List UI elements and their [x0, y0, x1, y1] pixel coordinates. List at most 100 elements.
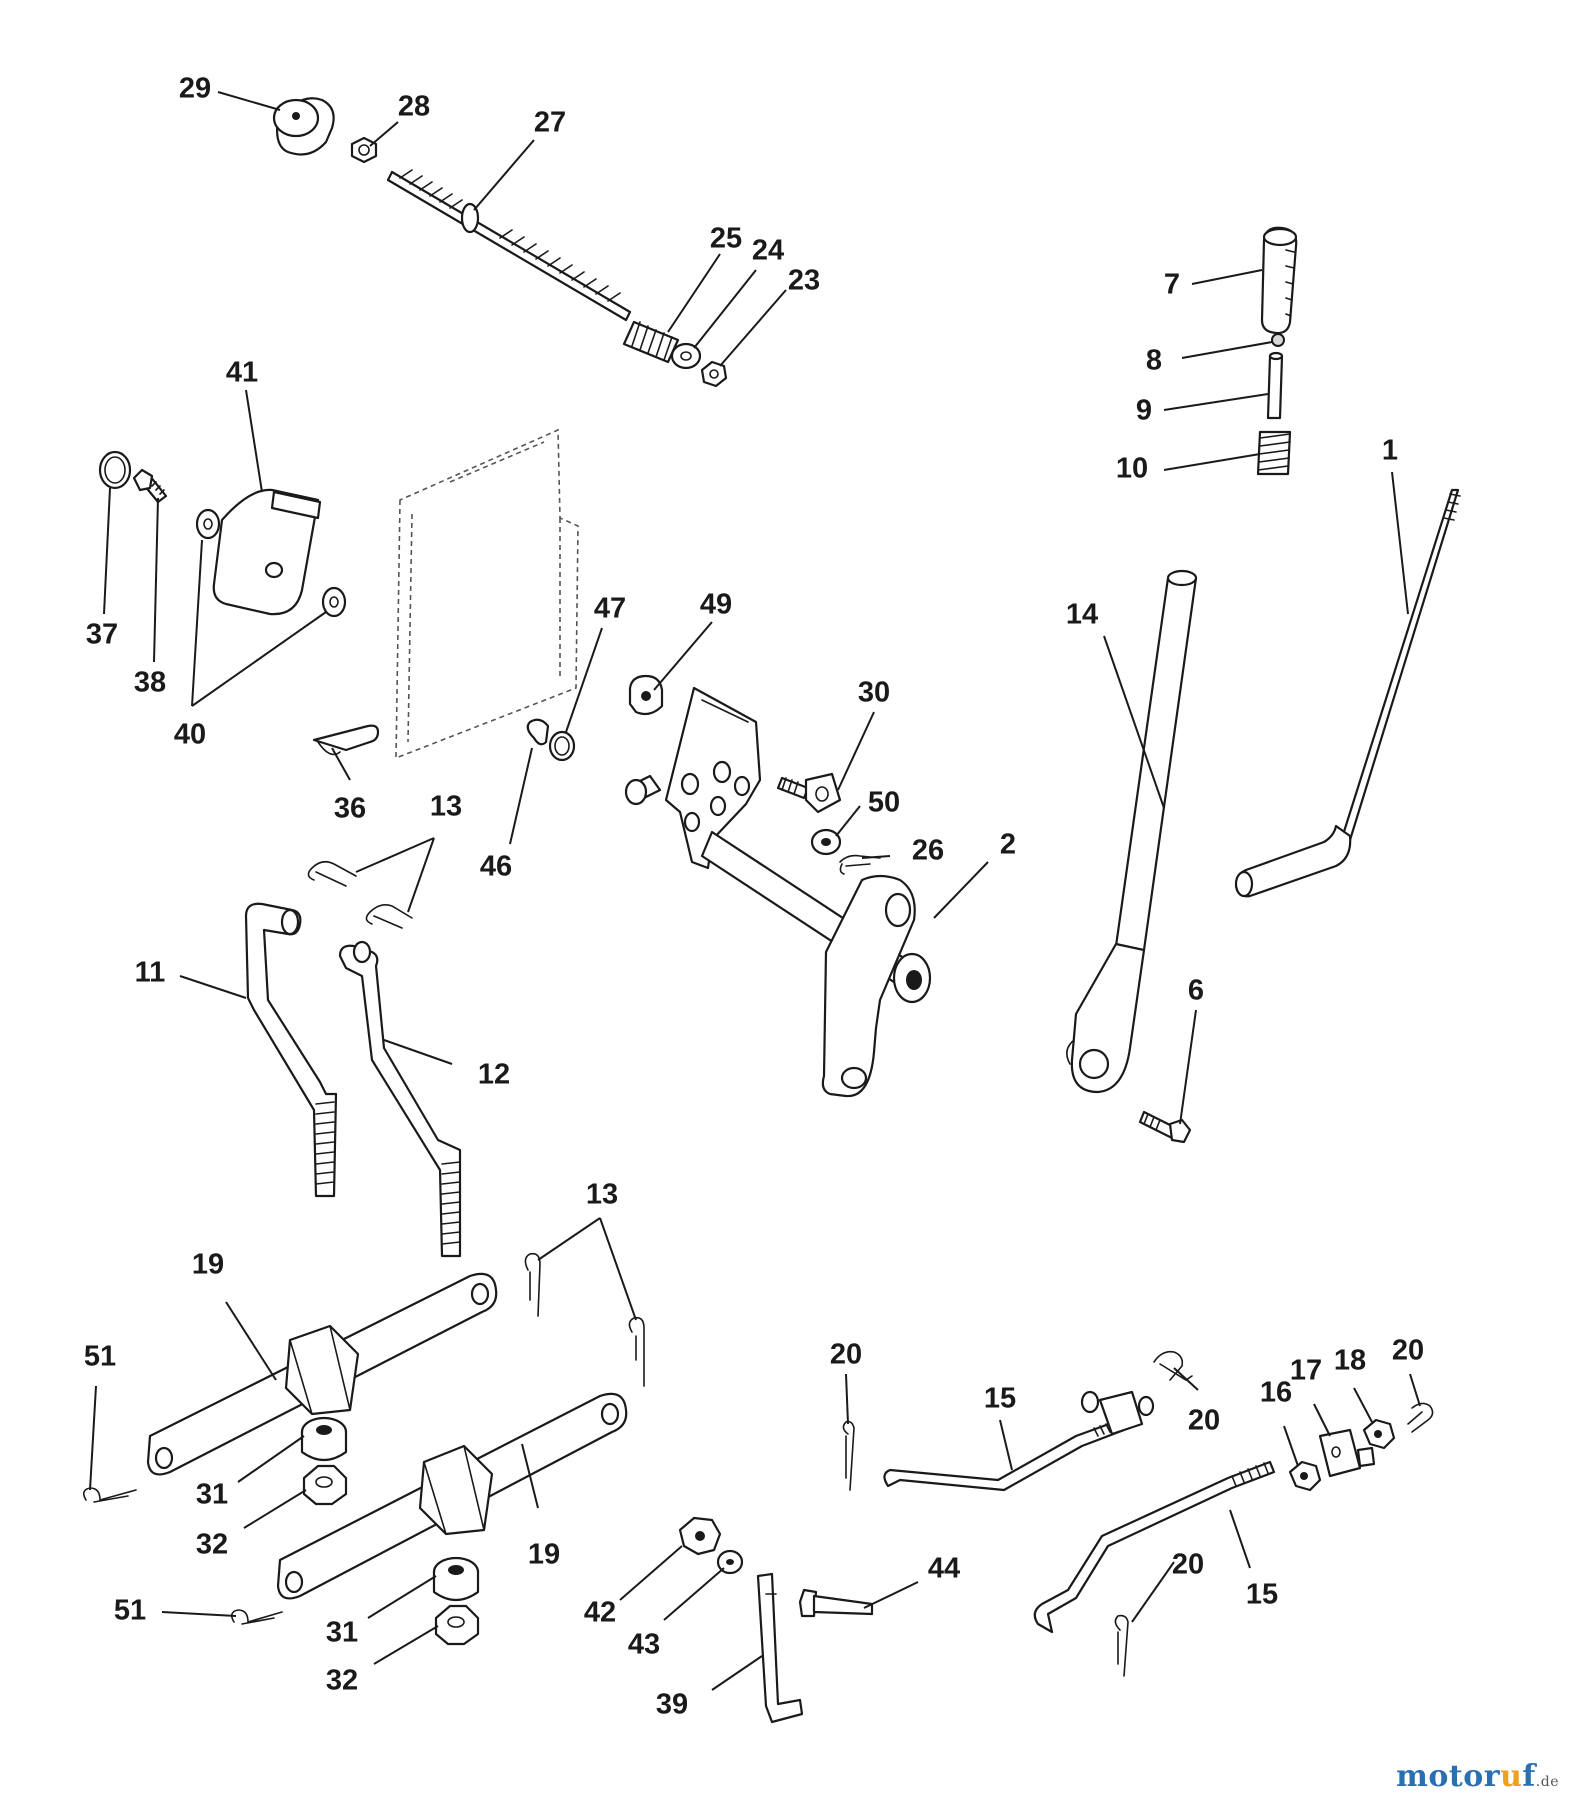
part-24-washer: [670, 342, 702, 370]
part-13-hairpin-upper-b: [365, 904, 413, 929]
callout-46: 46: [480, 851, 512, 883]
part-18-nut: [1362, 1418, 1396, 1450]
part-19-arm-lower: [276, 1392, 628, 1600]
part-2-pivot-bracket: [624, 686, 932, 1098]
part-32-nut-lower: [434, 1604, 480, 1646]
plate-outline: [395, 428, 579, 760]
part-20-pin-a: [842, 1420, 855, 1491]
callout-31-lower: 31: [326, 1617, 358, 1649]
callout-15-upper: 15: [984, 1383, 1016, 1415]
part-47-ring: [548, 730, 576, 762]
part-7-handle-grip: [1260, 226, 1298, 335]
part-20-pin-d: [1114, 1614, 1129, 1677]
part-43-washer: [716, 1549, 744, 1575]
callout-13-upper: 13: [430, 791, 462, 823]
part-37-ring: [98, 450, 132, 490]
part-9-pin: [1266, 351, 1284, 420]
callout-39: 39: [656, 1689, 688, 1721]
callout-43: 43: [628, 1629, 660, 1661]
callout-17: 17: [1290, 1355, 1322, 1387]
callout-37: 37: [86, 619, 118, 651]
part-28-nut: [350, 136, 378, 164]
callout-14: 14: [1066, 599, 1098, 631]
callout-44: 44: [928, 1553, 960, 1585]
callout-2: 2: [1000, 829, 1016, 861]
callout-32-lower: 32: [326, 1665, 358, 1697]
part-49-nut: [628, 674, 664, 716]
callout-10: 10: [1116, 453, 1148, 485]
callout-40: 40: [174, 719, 206, 751]
part-14-lever-tube: [1066, 569, 1198, 1094]
part-10-spring: [1256, 430, 1292, 476]
part-42-nut: [678, 1516, 722, 1556]
callout-19-lower: 19: [528, 1539, 560, 1571]
callout-20-c: 20: [1392, 1335, 1424, 1367]
callout-labels: 29 28 27 25 24 23 7 8 9 10 1 41 37 38 40…: [84, 73, 1424, 1721]
callout-25: 25: [710, 223, 742, 255]
part-40-washer-upper: [195, 508, 221, 540]
part-17-swivel: [1318, 1428, 1376, 1478]
part-15-rod-upper: [883, 1418, 1126, 1492]
part-39-bracket: [756, 1572, 804, 1724]
part-30-swivel: [776, 772, 842, 814]
part-1-shift-rod: [1234, 488, 1461, 898]
callout-42: 42: [584, 1597, 616, 1629]
callout-18: 18: [1334, 1345, 1366, 1377]
part-19-arm-upper: [146, 1272, 498, 1476]
part-15-rod-lower: [1033, 1460, 1276, 1634]
motoruf-logo-watermark: motoruf.de: [1396, 1759, 1559, 1794]
callout-38: 38: [134, 667, 166, 699]
callout-1: 1: [1382, 435, 1398, 467]
callout-19-upper: 19: [192, 1249, 224, 1281]
callout-30: 30: [858, 677, 890, 709]
part-20-pin-c: [1407, 1402, 1434, 1433]
part-44-bolt: [798, 1588, 874, 1618]
part-27-threaded-rod: [386, 169, 632, 322]
part-46-e-clip: [526, 718, 550, 746]
part-41-bracket: [212, 488, 322, 616]
part-32-nut-upper: [302, 1464, 348, 1506]
callout-36: 36: [334, 793, 366, 825]
callout-27: 27: [534, 107, 566, 139]
part-25-spring: [622, 320, 680, 364]
callout-7: 7: [1164, 269, 1180, 301]
callout-31-upper: 31: [196, 1479, 228, 1511]
callout-51-upper: 51: [84, 1341, 116, 1373]
part-38-bolt: [132, 468, 168, 504]
callout-12: 12: [478, 1059, 510, 1091]
callout-11: 11: [135, 957, 166, 989]
callout-15-lower: 15: [1246, 1579, 1278, 1611]
logo-text-accent: u: [1500, 1759, 1523, 1794]
part-23-nut: [700, 360, 728, 388]
part-13-hairpin-upper-a: [307, 860, 357, 887]
callout-28: 28: [398, 91, 430, 123]
part-15-swivel-block: [1080, 1390, 1155, 1436]
part-40-washer-lower: [321, 586, 347, 618]
callout-23: 23: [788, 265, 820, 297]
part-31-spacer-lower: [432, 1556, 480, 1602]
callout-47: 47: [594, 593, 626, 625]
callout-20-a: 20: [830, 1339, 862, 1371]
callout-8: 8: [1146, 345, 1162, 377]
logo-text-rest: f: [1522, 1759, 1536, 1794]
part-31-spacer-upper: [300, 1416, 348, 1462]
callout-24: 24: [752, 235, 784, 267]
part-36-clip: [312, 724, 380, 756]
callout-9: 9: [1136, 395, 1152, 427]
part-29-knob: [272, 97, 335, 156]
part-13-hairpin-lower-b: [628, 1316, 645, 1387]
logo-text-tld: .de: [1535, 1774, 1559, 1790]
callout-29: 29: [179, 73, 211, 105]
callout-32-upper: 32: [196, 1529, 228, 1561]
callout-13-lower: 13: [586, 1179, 618, 1211]
logo-text-main: motor: [1396, 1759, 1501, 1794]
leader-lines: [89, 91, 1421, 1691]
callout-16: 16: [1260, 1377, 1292, 1409]
part-8-ball: [1271, 333, 1285, 347]
part-11-lift-link: [244, 902, 338, 1198]
callout-20-b: 20: [1188, 1405, 1220, 1437]
part-16-nut: [1288, 1460, 1322, 1492]
callout-50: 50: [868, 787, 900, 819]
